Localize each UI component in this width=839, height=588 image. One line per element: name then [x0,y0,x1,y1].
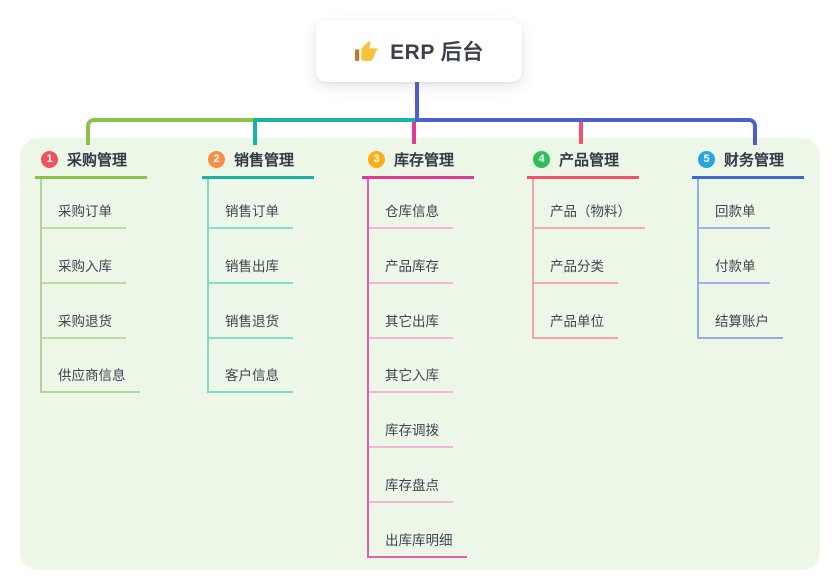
child-node[interactable]: 销售订单 [209,179,293,229]
branch-children-purchase: 采购订单 采购入库 采购退货 供应商信息 [40,179,140,394]
branch-number-badge: 3 [368,151,385,168]
branch-number-badge: 4 [533,151,550,168]
branch-children-inventory: 仓库信息 产品库存 其它出库 其它入库 库存调拨 库存盘点 出库库明细 [367,179,467,558]
child-node[interactable]: 客户信息 [209,339,293,394]
root-node-erp[interactable]: ERP 后台 [316,20,522,82]
branch-title: 财务管理 [724,152,785,169]
branch-number-badge: 2 [208,151,225,168]
child-node[interactable]: 产品库存 [369,229,453,284]
branch-header-purchase[interactable]: 1 采购管理 [35,150,147,179]
connector-sales [253,118,418,145]
branch-title: 采购管理 [67,152,128,169]
child-node[interactable]: 供应商信息 [42,339,140,394]
branch-number-badge: 1 [41,151,58,168]
branch-header-inventory[interactable]: 3 库存管理 [362,150,474,179]
child-node[interactable]: 结算账户 [699,284,783,339]
branch-header-finance[interactable]: 5 财务管理 [692,150,804,179]
branch-children-sales: 销售订单 销售出库 销售退货 客户信息 [207,179,293,394]
connector-finance [415,118,757,145]
root-node-label: ERP 后台 [390,41,484,64]
child-node[interactable]: 库存调拨 [369,393,453,449]
branch-title: 销售管理 [234,152,295,169]
child-node[interactable]: 其它入库 [369,339,453,394]
thumbs-up-icon [355,40,379,61]
branch-children-product: 产品（物料） 产品分类 产品单位 [532,179,645,339]
branches-panel [20,138,820,570]
branch-title: 产品管理 [559,152,620,169]
connector-product [579,122,583,144]
connector-inventory [412,122,416,144]
child-node[interactable]: 产品（物料） [534,179,645,229]
child-node[interactable]: 采购入库 [42,229,126,284]
child-node[interactable]: 库存盘点 [369,448,453,503]
branch-title: 库存管理 [394,152,455,169]
child-node[interactable]: 其它出库 [369,284,453,339]
child-node[interactable]: 回款单 [699,179,770,229]
child-node[interactable]: 出库库明细 [369,503,467,558]
branch-header-product[interactable]: 4 产品管理 [527,150,639,179]
root-connector-line [415,81,419,120]
branch-children-finance: 回款单 付款单 结算账户 [697,179,783,339]
child-node[interactable]: 仓库信息 [369,179,453,229]
child-node[interactable]: 产品分类 [534,229,618,284]
branch-header-sales[interactable]: 2 销售管理 [202,150,314,179]
child-node[interactable]: 付款单 [699,229,770,284]
branch-number-badge: 5 [698,151,715,168]
child-node[interactable]: 销售退货 [209,284,293,339]
child-node[interactable]: 采购退货 [42,284,126,339]
child-node[interactable]: 销售出库 [209,229,293,284]
child-node[interactable]: 产品单位 [534,284,618,339]
child-node[interactable]: 采购订单 [42,179,126,229]
connector-purchase [86,118,257,145]
